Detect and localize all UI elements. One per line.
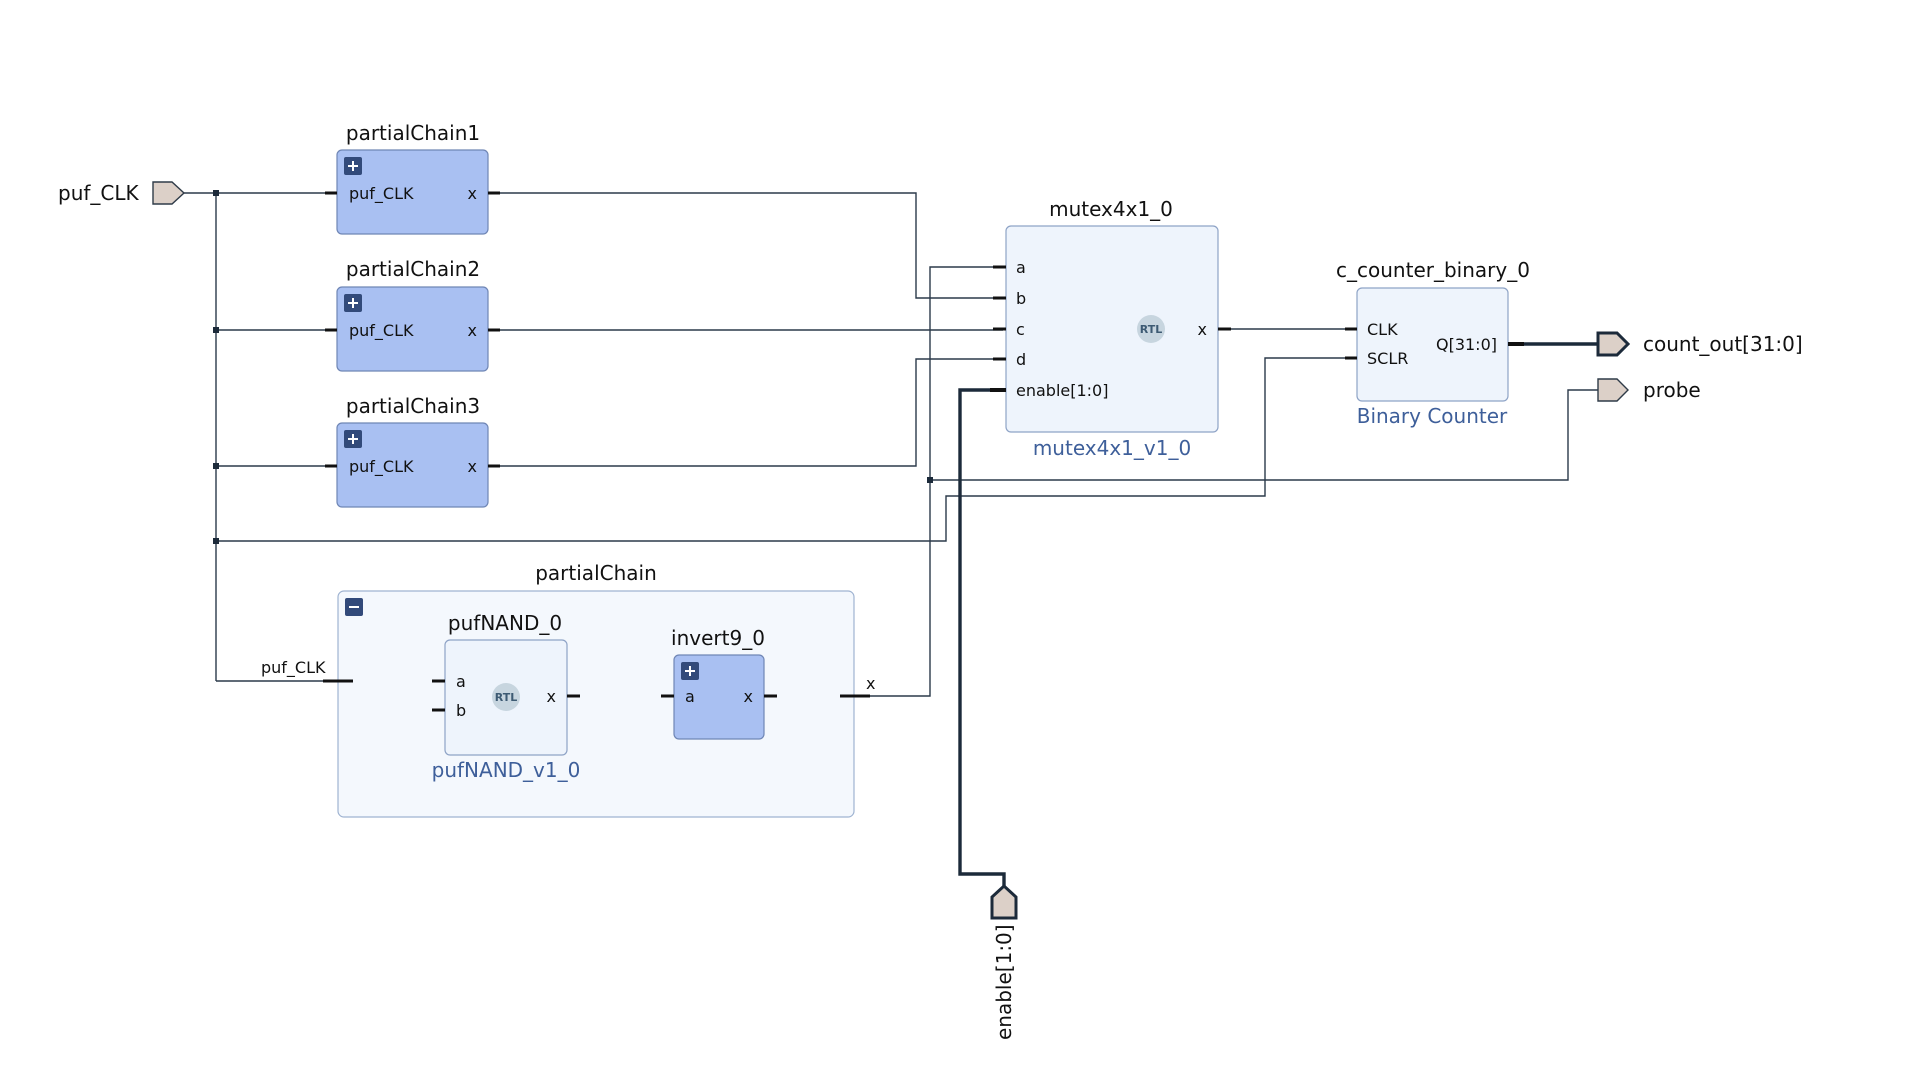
block-vlnv: pufNAND_v1_0 [432, 758, 581, 782]
output-port-arrow-icon[interactable] [1597, 378, 1629, 402]
net-enable-bus[interactable] [958, 388, 1006, 888]
junction-dot [927, 477, 933, 483]
port-label: enable[1:0] [1016, 381, 1108, 400]
net-partialchain-to-mutex-a[interactable] [868, 266, 1003, 697]
port-label: c [1016, 320, 1025, 339]
external-port-puf-clk[interactable]: puf_CLK [58, 181, 186, 205]
block-body[interactable] [1005, 225, 1219, 433]
external-port-count-out[interactable]: count_out[31:0] [1596, 331, 1803, 357]
net-clk-to-counter-sclr[interactable] [216, 357, 1345, 542]
plus-icon[interactable] [344, 430, 362, 448]
block-vlnv: mutex4x1_v1_0 [1033, 436, 1191, 460]
port-label: b [456, 701, 466, 720]
block-title: pufNAND_0 [448, 611, 562, 635]
input-port-arrow-icon[interactable] [990, 883, 1018, 920]
block-title: partialChain3 [346, 394, 480, 418]
output-port-arrow-icon[interactable] [1596, 331, 1631, 357]
block-counter[interactable]: c_counter_binary_0 CLK SCLR Q[31:0] Bina… [1336, 258, 1530, 428]
external-port-label: enable[1:0] [992, 924, 1016, 1040]
external-port-label: count_out[31:0] [1643, 332, 1803, 356]
external-port-enable[interactable]: enable[1:0] [990, 883, 1018, 1040]
port-label: Q[31:0] [1436, 335, 1497, 354]
block-partial-chain-1[interactable]: partialChain1 puf_CLK x [325, 121, 500, 235]
block-partial-chain-2[interactable]: partialChain2 puf_CLK x [325, 257, 500, 372]
port-label: x [468, 184, 477, 203]
junction-dot [213, 190, 219, 196]
block-vlnv: Binary Counter [1357, 404, 1508, 428]
plus-icon[interactable] [344, 157, 362, 175]
junction-dot [213, 327, 219, 333]
junction-dot [213, 538, 219, 544]
port-label: d [1016, 350, 1026, 369]
hier-pin-label: puf_CLK [261, 658, 326, 678]
hier-block-body[interactable] [337, 590, 855, 818]
port-label: puf_CLK [349, 457, 414, 477]
port-label: x [547, 687, 556, 706]
plus-icon[interactable] [681, 662, 699, 680]
port-label: puf_CLK [349, 184, 414, 204]
net-chain3-to-mutex-d[interactable] [498, 358, 1003, 467]
port-label: a [1016, 258, 1026, 277]
block-title: partialChain2 [346, 257, 480, 281]
block-mutex4x1[interactable]: mutex4x1_0 a b c d enable[1:0] x RTL mut… [990, 197, 1231, 460]
port-label: x [744, 687, 753, 706]
hier-pin-label: x [866, 674, 875, 693]
port-label: x [1198, 320, 1207, 339]
input-port-arrow-icon[interactable] [152, 181, 186, 205]
block-invert9[interactable]: invert9_0 a x [661, 626, 777, 740]
svg-text:RTL: RTL [495, 691, 518, 704]
block-partial-chain-3[interactable]: partialChain3 puf_CLK x [325, 394, 500, 508]
block-partial-chain-hier[interactable]: partialChain puf_CLK x pufNAND_0 a b x R… [261, 561, 875, 818]
external-port-label: puf_CLK [58, 181, 140, 205]
block-title: mutex4x1_0 [1049, 197, 1173, 221]
port-label: puf_CLK [349, 321, 414, 341]
port-label: CLK [1367, 320, 1398, 339]
port-label: a [456, 672, 466, 691]
port-label: SCLR [1367, 349, 1408, 368]
junction-dot [213, 463, 219, 469]
minus-icon[interactable] [345, 598, 363, 616]
plus-icon[interactable] [344, 294, 362, 312]
net-to-probe[interactable] [930, 389, 1598, 481]
block-title: c_counter_binary_0 [1336, 258, 1530, 282]
block-puf-nand[interactable]: pufNAND_0 a b x RTL pufNAND_v1_0 [432, 611, 581, 782]
rtl-badge-icon: RTL [1137, 315, 1165, 343]
port-label: x [468, 321, 477, 340]
block-title: partialChain [535, 561, 657, 585]
svg-text:RTL: RTL [1140, 323, 1163, 336]
port-label: x [468, 457, 477, 476]
rtl-badge-icon: RTL [492, 683, 520, 711]
block-title: invert9_0 [671, 626, 765, 650]
port-label: b [1016, 289, 1026, 308]
port-label: a [685, 687, 695, 706]
external-port-label: probe [1643, 378, 1701, 402]
net-chain1-to-mutex-b[interactable] [498, 192, 1003, 299]
external-port-probe[interactable]: probe [1597, 378, 1701, 402]
block-title: partialChain1 [346, 121, 480, 145]
